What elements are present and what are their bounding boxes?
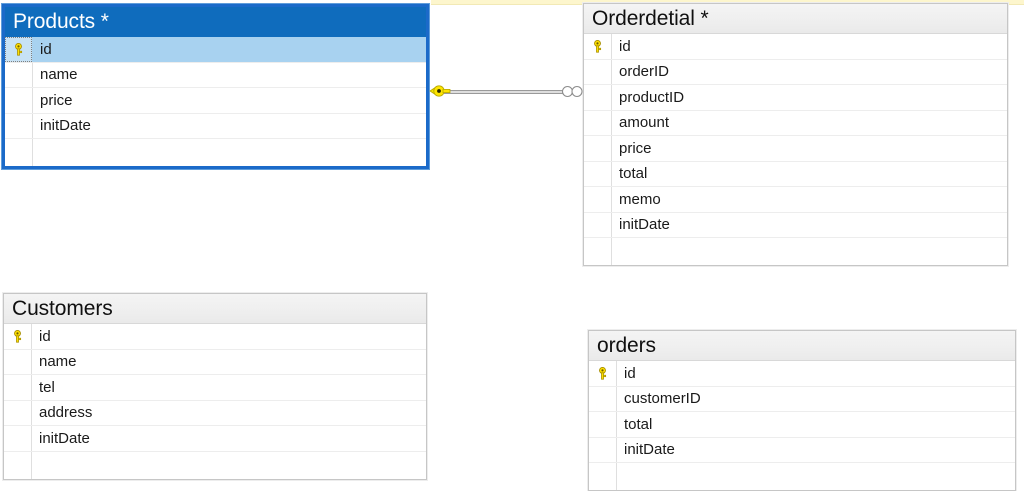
field-name: id — [624, 364, 636, 382]
field-row[interactable]: id — [4, 324, 426, 350]
field-row[interactable]: name — [4, 350, 426, 375]
field-key-gutter[interactable] — [584, 34, 611, 59]
field-row[interactable]: memo — [584, 187, 1007, 213]
field-name: productID — [619, 88, 685, 106]
field-row-empty[interactable] — [5, 139, 426, 166]
field-row[interactable]: name — [5, 63, 426, 88]
field-row[interactable]: amount — [584, 111, 1007, 136]
field-row-empty[interactable] — [4, 452, 426, 479]
field-gutter[interactable] — [584, 85, 611, 110]
entity-fields-orderdetial: id orderID productID amount price total memo in… — [584, 34, 1007, 265]
relationship-one-key-icon — [429, 85, 451, 97]
relationship-many-infinity-icon — [561, 85, 583, 98]
entity-title-orders[interactable]: orders — [589, 331, 1015, 361]
field-gutter[interactable] — [589, 412, 616, 437]
field-name: initDate — [619, 216, 670, 234]
field-gutter[interactable] — [4, 426, 31, 451]
field-row[interactable]: tel — [4, 375, 426, 401]
entity-title-orderdetial[interactable]: Orderdetial * — [584, 4, 1007, 34]
field-gutter[interactable] — [4, 401, 31, 426]
field-name: name — [39, 353, 77, 371]
field-name: price — [619, 139, 652, 157]
field-row[interactable]: address — [4, 401, 426, 426]
field-gutter[interactable] — [4, 350, 31, 375]
field-gutter[interactable] — [5, 63, 32, 88]
entity-title-products[interactable]: Products * — [5, 7, 426, 37]
entity-table-products[interactable]: Products * id name price initDate — [2, 4, 429, 169]
entity-fields-orders: id customerID total initDate — [589, 361, 1015, 490]
entity-title-customers[interactable]: Customers — [4, 294, 426, 324]
field-name: id — [39, 327, 51, 345]
field-gutter[interactable] — [584, 60, 611, 85]
canvas-top-strip — [431, 0, 1024, 4]
field-name: price — [40, 91, 73, 109]
field-name: id — [619, 37, 631, 55]
field-name: initDate — [624, 441, 675, 459]
field-gutter[interactable] — [5, 88, 32, 113]
field-gutter[interactable] — [584, 111, 611, 136]
field-row[interactable]: initDate — [4, 426, 426, 452]
entity-table-customers[interactable]: Customers id name tel address initDate — [3, 293, 427, 480]
field-name: initDate — [40, 117, 91, 135]
field-gutter[interactable] — [584, 162, 611, 187]
field-row[interactable]: id — [5, 37, 426, 63]
field-name: orderID — [619, 63, 670, 81]
field-gutter[interactable] — [584, 238, 611, 265]
field-row-empty[interactable] — [584, 238, 1007, 265]
field-row[interactable]: initDate — [5, 114, 426, 139]
field-gutter[interactable] — [589, 387, 616, 412]
field-row[interactable]: total — [584, 162, 1007, 187]
primary-key-icon — [14, 329, 22, 343]
field-name: initDate — [39, 429, 90, 447]
primary-key-icon — [15, 42, 23, 56]
field-name: tel — [39, 378, 55, 396]
field-row[interactable]: total — [589, 412, 1015, 438]
field-key-gutter[interactable] — [589, 361, 616, 386]
field-gutter[interactable] — [5, 139, 32, 166]
field-row[interactable]: initDate — [589, 438, 1015, 463]
field-gutter[interactable] — [584, 213, 611, 238]
field-gutter[interactable] — [4, 452, 31, 479]
field-key-gutter[interactable] — [5, 37, 32, 62]
field-gutter[interactable] — [584, 136, 611, 161]
field-name: total — [624, 415, 653, 433]
field-name: memo — [619, 190, 661, 208]
primary-key-icon — [599, 366, 607, 380]
field-name: total — [619, 165, 648, 183]
field-key-gutter[interactable] — [4, 324, 31, 349]
entity-fields-products: id name price initDate — [5, 37, 426, 166]
field-row[interactable]: productID — [584, 85, 1007, 111]
field-gutter[interactable] — [4, 375, 31, 400]
field-row[interactable]: orderID — [584, 60, 1007, 85]
entity-table-orderdetial[interactable]: Orderdetial * id orderID productID amount pr… — [583, 3, 1008, 266]
field-name: amount — [619, 114, 670, 132]
entity-table-orders[interactable]: orders id customerID total initDate — [588, 330, 1016, 491]
field-name: address — [39, 404, 93, 422]
primary-key-icon — [594, 39, 602, 53]
field-row[interactable]: id — [589, 361, 1015, 387]
field-gutter[interactable] — [589, 438, 616, 463]
field-name: customerID — [624, 390, 701, 408]
field-gutter[interactable] — [5, 114, 32, 139]
relationship-line-products-orderdetial[interactable] — [444, 90, 566, 94]
field-gutter[interactable] — [589, 463, 616, 490]
entity-fields-customers: id name tel address initDate — [4, 324, 426, 479]
field-gutter[interactable] — [584, 187, 611, 212]
field-name: id — [40, 40, 52, 58]
field-row[interactable]: customerID — [589, 387, 1015, 412]
field-row[interactable]: price — [5, 88, 426, 114]
field-row[interactable]: price — [584, 136, 1007, 162]
field-row[interactable]: id — [584, 34, 1007, 60]
field-row-empty[interactable] — [589, 463, 1015, 490]
field-row[interactable]: initDate — [584, 213, 1007, 238]
field-name: name — [40, 66, 78, 84]
